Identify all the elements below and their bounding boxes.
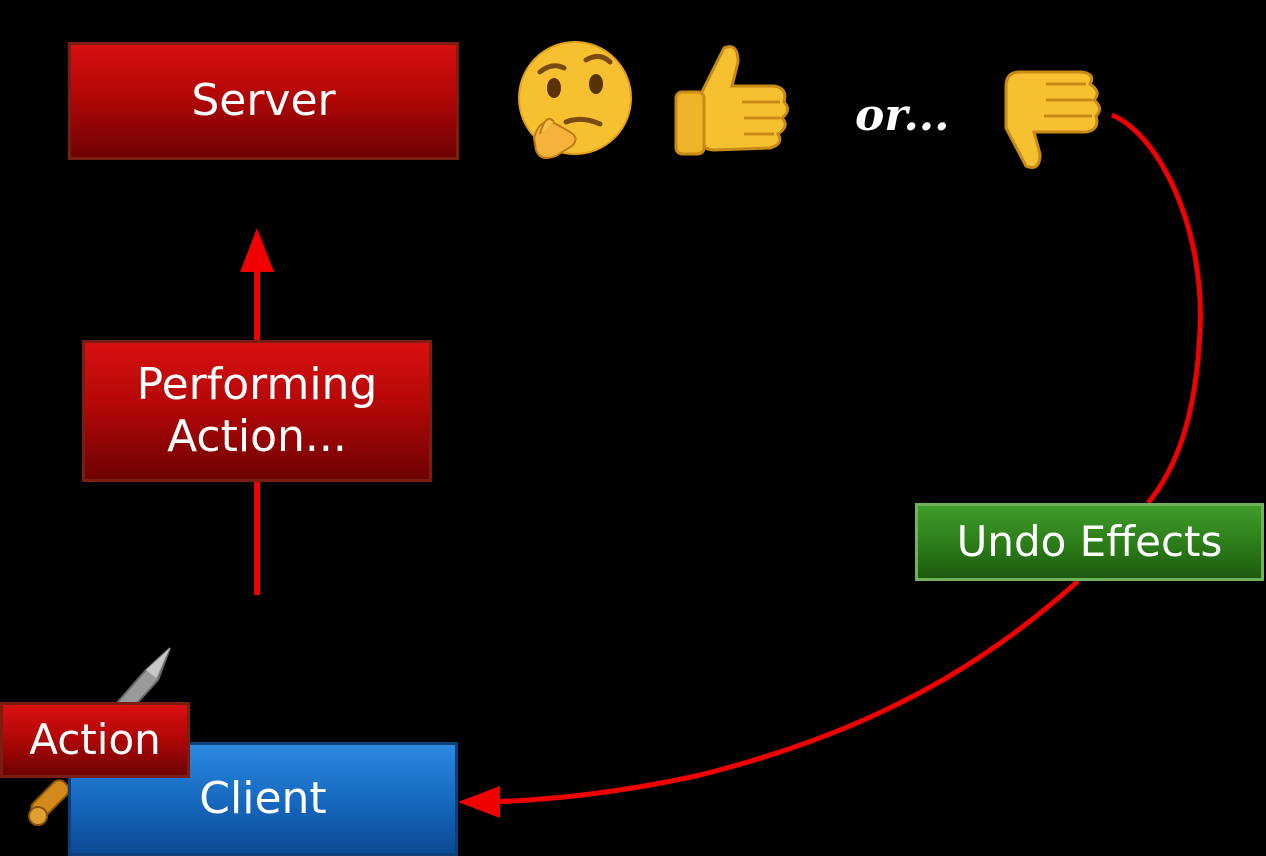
undo-effects-label: Undo Effects — [956, 517, 1223, 567]
thinking-face-icon — [518, 41, 632, 159]
performing-label-line2: Action... — [167, 411, 347, 462]
server-box: Server — [68, 42, 459, 160]
client-label: Client — [199, 773, 327, 825]
action-box: Action — [0, 702, 190, 778]
server-label: Server — [191, 75, 336, 127]
up-arrowhead — [240, 228, 274, 272]
curve-thumbsdown-to-undo — [1111, 112, 1203, 505]
action-label: Action — [29, 715, 161, 765]
thumbs-up-icon — [674, 45, 789, 156]
performing-label-line1: Performing — [136, 359, 378, 411]
thumbs-down-icon — [1004, 70, 1101, 169]
curve-undo-to-client — [491, 579, 1080, 805]
client-arrowhead — [458, 786, 500, 818]
undo-effects-box: Undo Effects — [915, 503, 1264, 581]
or-label: or... — [855, 90, 950, 141]
performing-action-box: Performing Action... — [82, 340, 432, 482]
